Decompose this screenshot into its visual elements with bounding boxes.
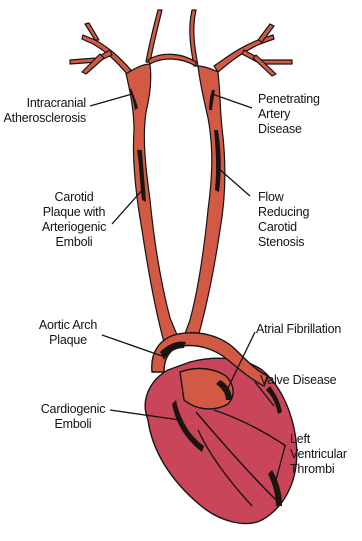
label-carotid-plaque: Carotid Plaque with Arteriogenic Emboli: [30, 190, 118, 250]
label-intracranial-atherosclerosis: Intracranial Atherosclerosis: [4, 96, 86, 126]
heart: [145, 333, 297, 524]
intracranial-branches: [70, 10, 292, 76]
label-left-ventricular-thrombi: Left Ventricular Thrombi: [290, 432, 347, 477]
label-cardiogenic-emboli: Cardiogenic Emboli: [30, 402, 116, 432]
label-flow-reducing-stenosis: Flow Reducing Carotid Stenosis: [258, 190, 309, 250]
label-valve-disease: Valve Disease: [260, 373, 336, 388]
label-penetrating-artery-disease: Penetrating Artery Disease: [258, 92, 320, 137]
label-aortic-arch-plaque: Aortic Arch Plaque: [28, 318, 108, 348]
label-atrial-fibrillation: Atrial Fibrillation: [256, 322, 341, 337]
